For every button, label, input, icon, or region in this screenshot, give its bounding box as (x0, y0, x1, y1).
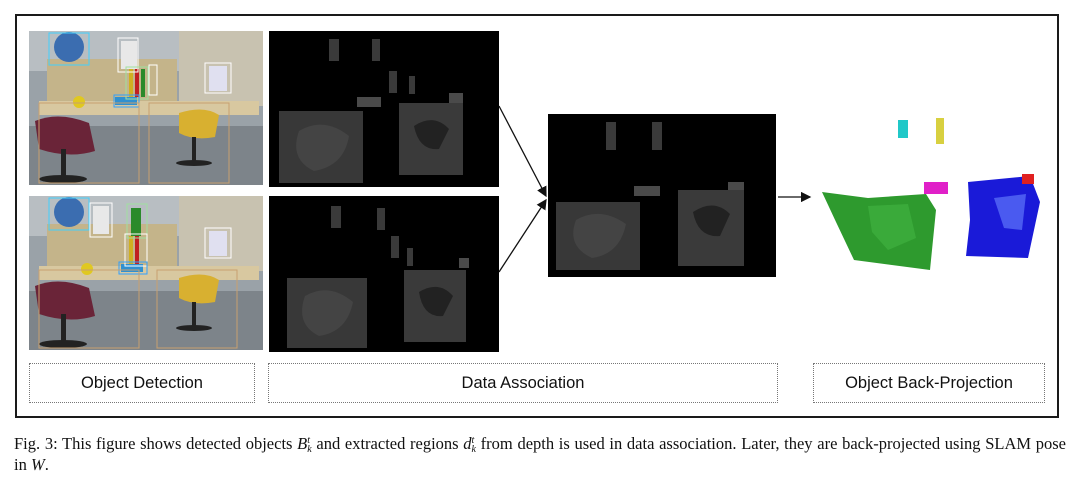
label-object-detection: Object Detection (29, 363, 255, 403)
caption-end: . (44, 455, 49, 475)
label-object-back-projection: Object Back-Projection (813, 363, 1045, 403)
symbol-d-sup: t (471, 435, 475, 447)
caption-prefix: Fig. 3: This figure shows detected objec… (14, 434, 298, 453)
symbol-w: W (30, 455, 45, 475)
symbol-d: d (463, 434, 472, 453)
detection-photo-bottom (29, 196, 263, 350)
detection-photo-top (29, 31, 263, 185)
depth-regions-top (269, 31, 499, 187)
caption-suffix: from depth is used in data association. … (14, 434, 1066, 475)
depth-regions-merged (548, 114, 776, 277)
symbol-b-sub: k (307, 444, 312, 456)
point-cloud-yellow (936, 118, 944, 144)
depth-regions-bottom (269, 196, 499, 352)
point-cloud-cyan (898, 120, 908, 138)
point-cloud-magenta (924, 182, 948, 194)
figure-caption: Fig. 3: This figure shows detected objec… (14, 433, 1066, 475)
symbol-d-sub: k (471, 444, 476, 456)
label-data-association: Data Association (268, 363, 778, 403)
symbol-b-sup: t (307, 435, 311, 447)
symbol-b: B (297, 434, 308, 453)
caption-middle: and extracted regions (311, 434, 464, 453)
point-cloud-red (1022, 174, 1034, 184)
backprojected-point-cloud (822, 118, 1040, 270)
